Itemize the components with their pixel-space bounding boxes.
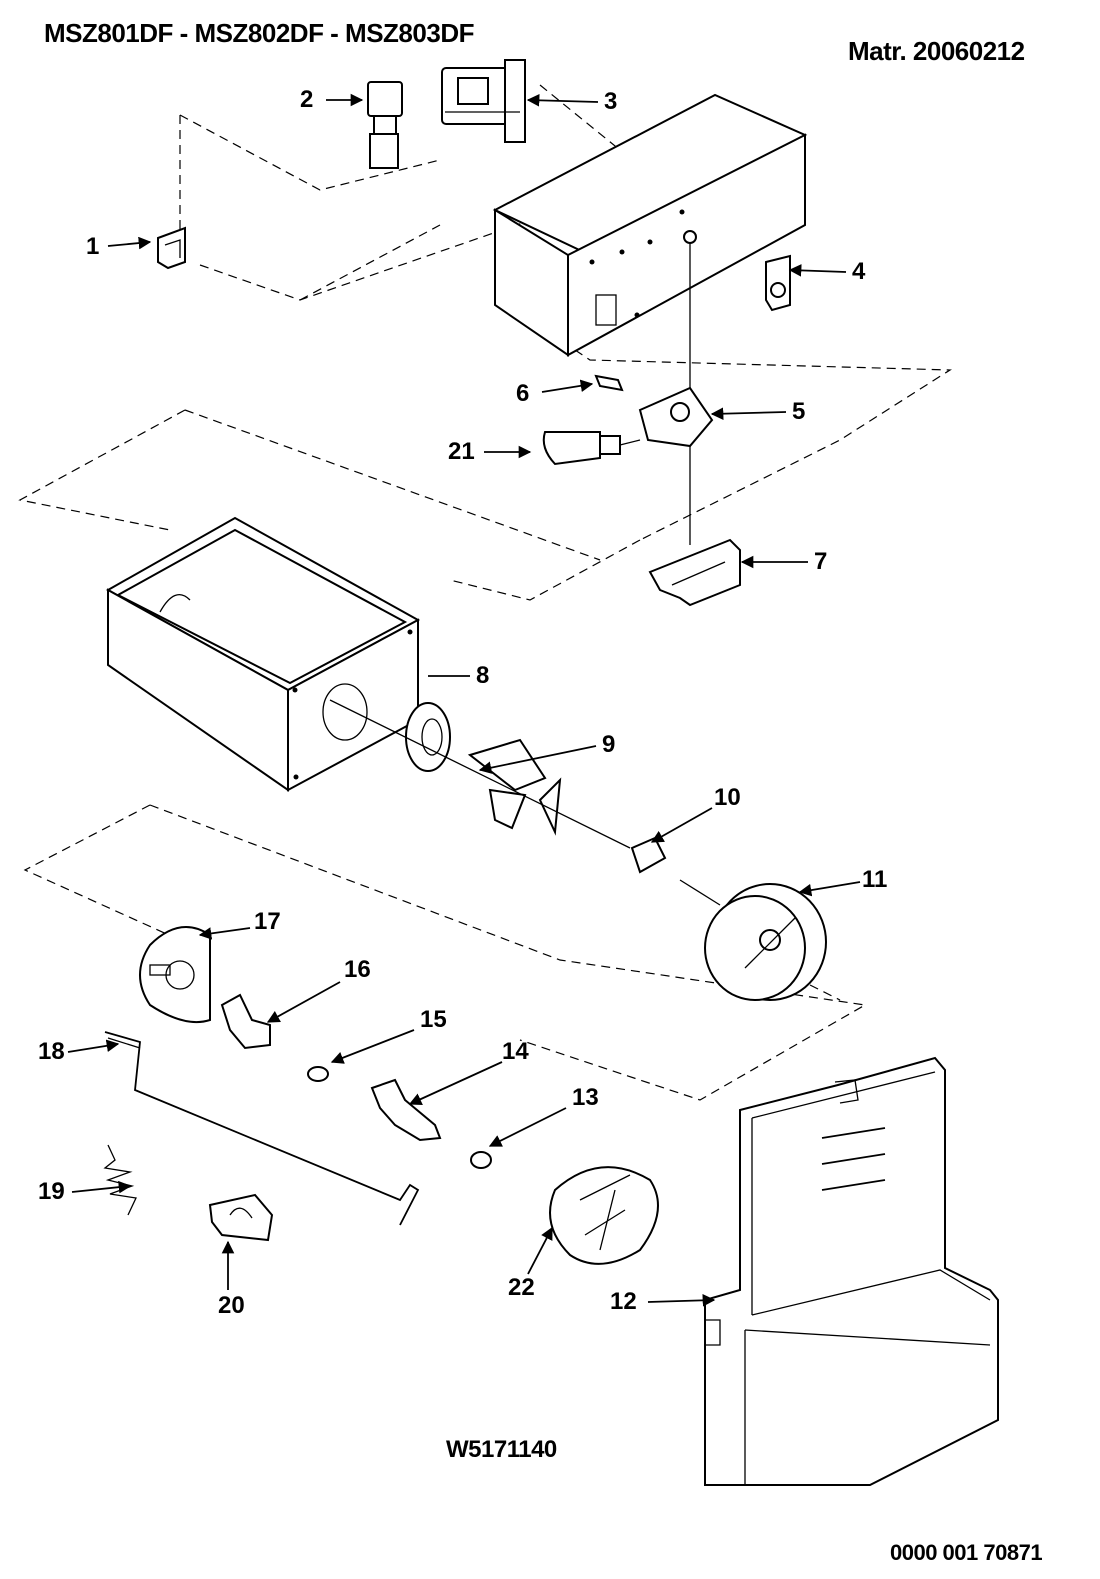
part-22-gear-assembly [549, 1166, 659, 1265]
document-code: 0000 001 70871 [890, 1540, 1043, 1565]
part-5-switch [638, 386, 714, 448]
part-18-rod [104, 1031, 420, 1226]
part-16-lever [220, 993, 271, 1050]
part-21-lamp [542, 431, 641, 466]
part-4-bracket [765, 254, 791, 312]
callout-13: 13 [572, 1084, 599, 1111]
part-6-pin [594, 374, 624, 392]
part-19-spring [103, 1144, 137, 1216]
model-list: MSZ801DF - MSZ802DF - MSZ803DF [44, 18, 474, 48]
callout-5: 5 [792, 398, 806, 425]
part-15-washer [307, 1066, 329, 1082]
callout-22: 22 [508, 1274, 535, 1301]
part-1-clip [157, 226, 186, 270]
callout-1: 1 [86, 233, 100, 260]
callout-16: 16 [344, 956, 371, 983]
callout-9: 9 [602, 731, 616, 758]
callout-18: 18 [38, 1038, 65, 1065]
callout-14: 14 [502, 1038, 529, 1065]
part-13-ring [470, 1151, 492, 1169]
part-8-ice-bin [105, 516, 421, 792]
callout-6: 6 [516, 380, 530, 407]
callout-17: 17 [254, 908, 281, 935]
leader-arrows [67, 93, 861, 1307]
part-12-front-cover [704, 1056, 999, 1486]
part-7-cover [648, 538, 741, 607]
part-2-solenoid [367, 81, 403, 169]
part-3-motor [441, 59, 526, 143]
callout-19: 19 [38, 1178, 65, 1205]
assembly-outline-lines [18, 84, 952, 1101]
part-14-crank [370, 1078, 442, 1142]
callout-8: 8 [476, 662, 490, 689]
part-17-end-plate [139, 926, 211, 1024]
part-10-coupler [630, 836, 667, 874]
callout-2: 2 [300, 86, 314, 113]
callout-21: 21 [448, 438, 475, 465]
serial-number: Matr. 20060212 [848, 36, 1025, 66]
ice-dispenser-housing [492, 93, 808, 545]
callout-20: 20 [218, 1292, 245, 1319]
part-20-clip [208, 1193, 274, 1242]
callout-4: 4 [852, 258, 866, 285]
callout-12: 12 [610, 1288, 637, 1315]
callout-11: 11 [862, 866, 888, 893]
callout-7: 7 [814, 548, 828, 575]
part-11-auger-motor [679, 879, 827, 1001]
part-9-auger [329, 699, 631, 849]
drawing-number: W5171140 [446, 1436, 557, 1463]
callout-3: 3 [604, 88, 618, 115]
callout-15: 15 [420, 1006, 447, 1033]
callout-10: 10 [714, 784, 741, 811]
